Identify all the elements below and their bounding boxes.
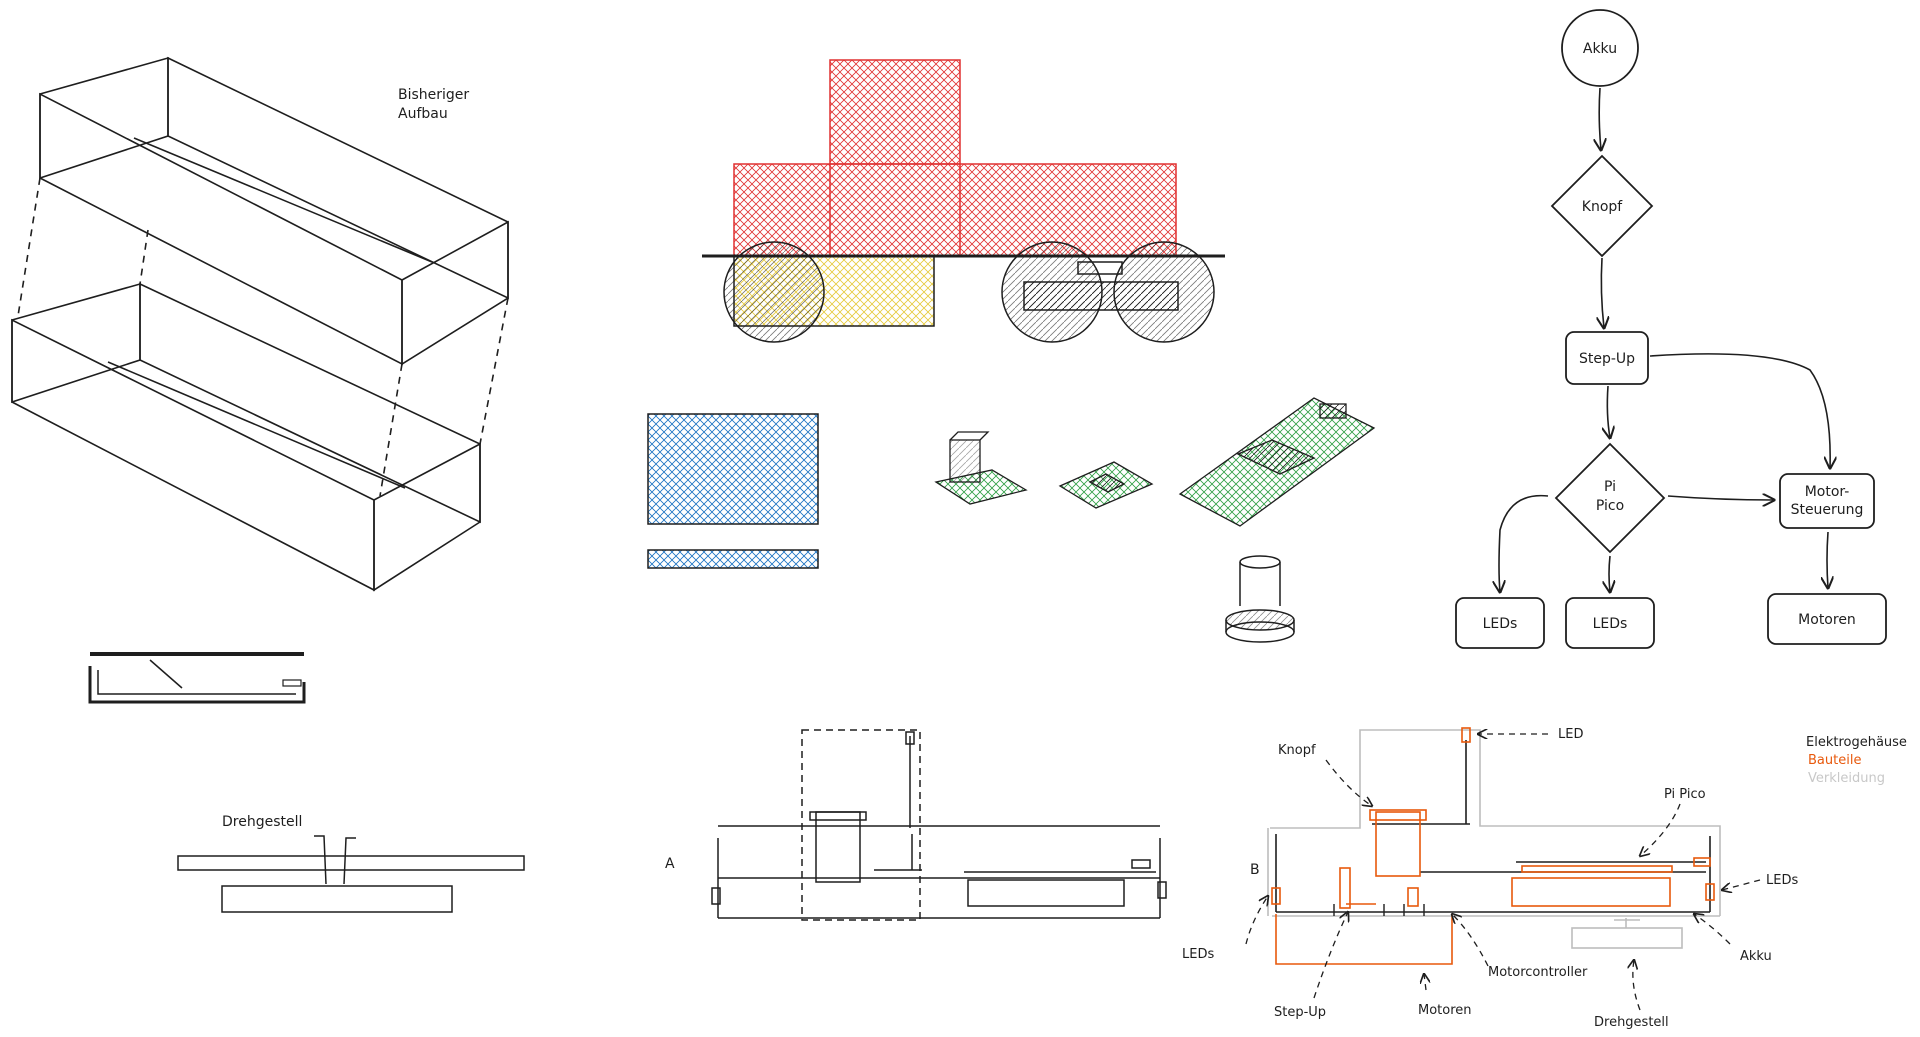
node-motorsteuerung[interactable] [1779,473,1875,529]
sketch-dashed-connectors [17,177,509,497]
sketch-lower-box[interactable] [11,282,481,592]
flow-arrows [1499,87,1830,592]
callout-leds-left: LEDs [1182,947,1214,962]
sketch-title-line1: Bisheriger [398,87,469,103]
section-b-bauteile[interactable] [1271,727,1715,965]
node-leds-1[interactable] [1455,597,1545,649]
flowchart: Akku Knopf Step-Up Pi Pico Motor- Steuer… [1455,9,1887,649]
callout-stepup: Step-Up [1274,1005,1326,1020]
drehgestell-label: Drehgestell [222,814,302,830]
tray-sketch [88,652,306,704]
motor-cylinder[interactable] [1225,555,1295,643]
node-stepup-label: Step-Up [1579,351,1635,367]
callout-leds-right: LEDs [1766,873,1798,888]
legend-bauteile: Bauteile [1808,753,1861,768]
node-motoren-label: Motoren [1798,612,1856,628]
node-akku[interactable] [1561,9,1639,87]
train-wheels[interactable] [723,241,1215,343]
node-pico[interactable] [1554,442,1666,554]
section-b-ticks [1333,904,1425,916]
node-stepup[interactable] [1565,331,1649,385]
drehgestell-sketch [177,835,525,913]
node-motoren[interactable] [1767,593,1887,645]
section-b-label: B [1250,862,1260,878]
section-b-verkleidung [1267,729,1721,949]
legend-elektro: Elektrogehäuse [1806,735,1907,750]
section-a-drawing[interactable] [711,729,1167,921]
node-pico-line1: Pi [1604,479,1616,495]
sketch-upper-box[interactable] [39,56,509,366]
node-knopf[interactable] [1550,154,1654,258]
node-leds-1-label: LEDs [1483,616,1518,632]
callout-knopf: Knopf [1278,743,1316,758]
node-leds-2-label: LEDs [1593,616,1628,632]
callout-motorcontroller: Motorcontroller [1488,965,1588,980]
node-pico-line2: Pico [1596,498,1624,514]
callout-akku: Akku [1740,949,1772,964]
node-knopf-label: Knopf [1582,199,1624,215]
callout-led: LED [1558,727,1583,742]
callout-motoren: Motoren [1418,1003,1472,1018]
node-motor-line1: Motor- [1805,484,1850,500]
green-board-small[interactable] [934,431,1028,505]
green-board-medium[interactable] [1058,461,1154,509]
legend-verkleidung: Verkleidung [1808,771,1885,786]
section-a-label: A [665,856,675,872]
node-motor-line2: Steuerung [1791,502,1864,518]
green-board-large[interactable] [1178,397,1376,527]
section-b-callout-arrows [1245,734,1761,1011]
blue-panel[interactable] [647,413,819,525]
sketch-title-line2: Aufbau [398,106,448,122]
blue-strip[interactable] [647,549,819,569]
node-akku-label: Akku [1583,41,1617,57]
callout-pipico: Pi Pico [1664,787,1706,802]
train-body-red[interactable] [733,59,1177,257]
node-leds-2[interactable] [1565,597,1655,649]
callout-drehgestell: Drehgestell [1594,1015,1669,1030]
